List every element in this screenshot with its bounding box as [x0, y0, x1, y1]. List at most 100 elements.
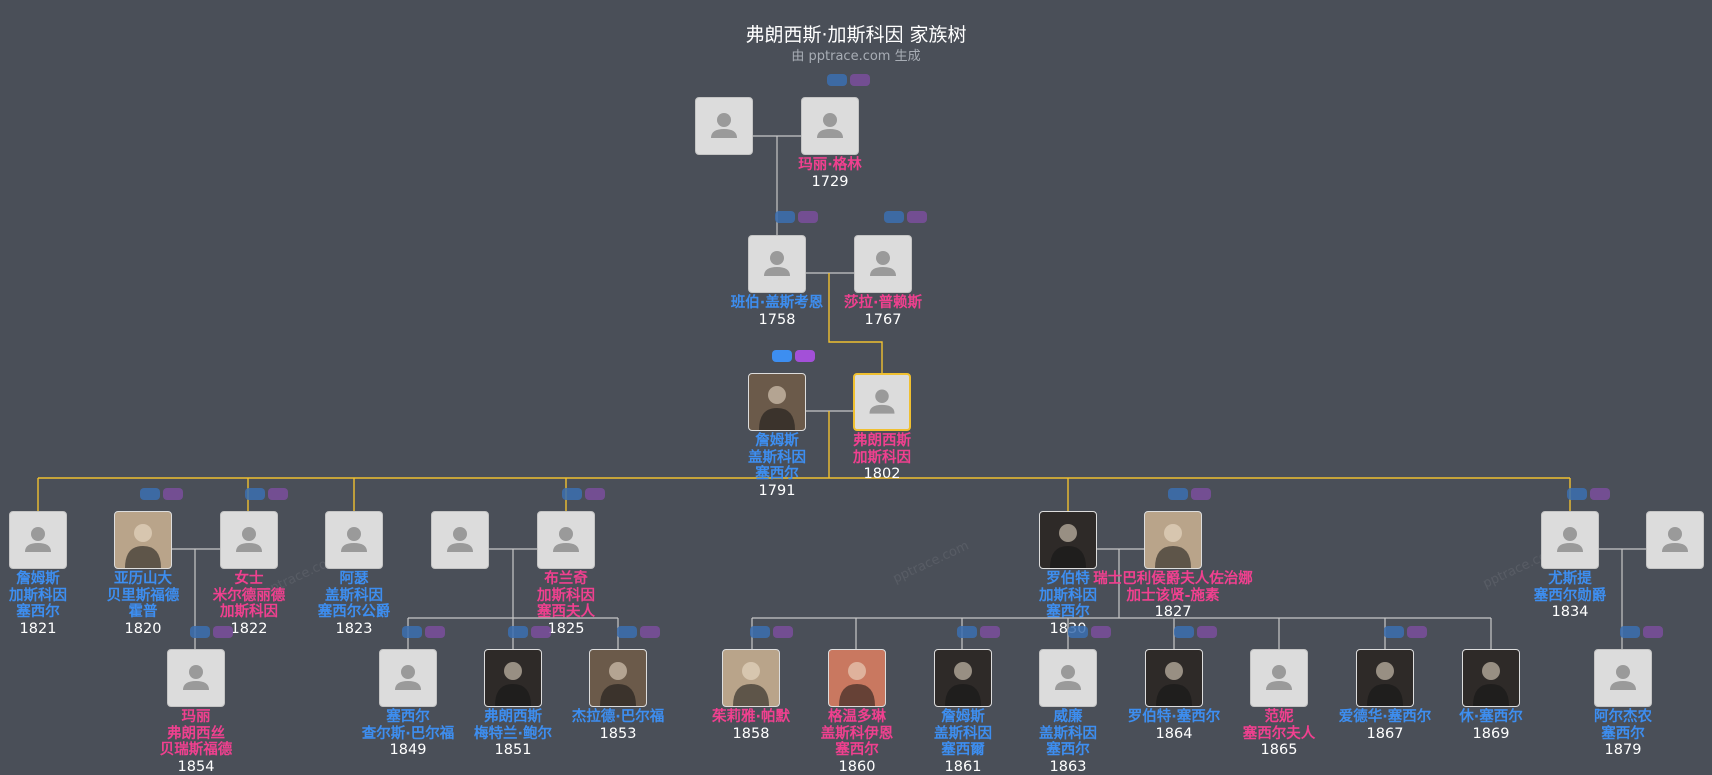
- expand-spouse-toggle[interactable]: [980, 626, 1000, 638]
- person-name: 塞西尔勋爵: [1489, 588, 1651, 605]
- expand-ancestors-toggle[interactable]: [508, 626, 528, 638]
- expand-spouse-toggle[interactable]: [907, 211, 927, 223]
- portrait-photo: [722, 649, 780, 707]
- person-name: 加士该贤-施素: [1092, 588, 1254, 605]
- expand-ancestors-toggle[interactable]: [957, 626, 977, 638]
- person-name: 阿瑟: [273, 571, 435, 588]
- person-node[interactable]: [1646, 511, 1704, 569]
- person-node[interactable]: 罗伯特加斯科因塞西尔1830: [1039, 511, 1097, 569]
- expand-ancestors-toggle[interactable]: [1068, 626, 1088, 638]
- expand-spouse-toggle[interactable]: [1643, 626, 1663, 638]
- expand-spouse-toggle[interactable]: [640, 626, 660, 638]
- expand-spouse-toggle[interactable]: [268, 488, 288, 500]
- expand-spouse-toggle[interactable]: [531, 626, 551, 638]
- expand-spouse-toggle[interactable]: [798, 211, 818, 223]
- expand-ancestors-toggle[interactable]: [245, 488, 265, 500]
- expand-spouse-toggle[interactable]: [1590, 488, 1610, 500]
- expand-ancestors-toggle[interactable]: [1174, 626, 1194, 638]
- expand-ancestors-toggle[interactable]: [1384, 626, 1404, 638]
- expand-spouse-toggle[interactable]: [850, 74, 870, 86]
- person-birth-year: 1802: [801, 466, 963, 483]
- expand-spouse-toggle[interactable]: [1091, 626, 1111, 638]
- expand-spouse-toggle[interactable]: [1191, 488, 1211, 500]
- person-placeholder-icon: [1646, 511, 1704, 569]
- person-name: 贝瑞斯福德: [115, 742, 277, 759]
- person-placeholder-icon: [854, 235, 912, 293]
- expand-ancestors-toggle[interactable]: [1168, 488, 1188, 500]
- expand-ancestors-toggle[interactable]: [827, 74, 847, 86]
- expand-ancestors-toggle[interactable]: [402, 626, 422, 638]
- expand-spouse-toggle[interactable]: [585, 488, 605, 500]
- person-birth-year: 1834: [1489, 604, 1651, 621]
- person-birth-year: 1767: [802, 312, 964, 329]
- expand-ancestors-toggle[interactable]: [190, 626, 210, 638]
- expand-spouse-toggle[interactable]: [795, 350, 815, 362]
- person-birth-year: 1879: [1542, 742, 1704, 759]
- expand-ancestors-toggle[interactable]: [775, 211, 795, 223]
- portrait-photo: [1039, 511, 1097, 569]
- portrait-photo: [484, 649, 542, 707]
- expand-spouse-toggle[interactable]: [1197, 626, 1217, 638]
- expand-spouse-toggle[interactable]: [1407, 626, 1427, 638]
- expand-ancestors-toggle[interactable]: [1620, 626, 1640, 638]
- person-placeholder-icon: [431, 511, 489, 569]
- expand-ancestors-toggle[interactable]: [562, 488, 582, 500]
- person-birth-year: 1854: [115, 759, 277, 775]
- portrait-photo: [1462, 649, 1520, 707]
- person-placeholder-icon: [801, 97, 859, 155]
- expand-ancestors-toggle[interactable]: [750, 626, 770, 638]
- person-name: 塞西尔公爵: [273, 604, 435, 621]
- person-birth-year: 1863: [987, 759, 1149, 775]
- person-name: 莎拉·普赖斯: [802, 295, 964, 312]
- expand-ancestors-toggle[interactable]: [617, 626, 637, 638]
- person-placeholder-icon: [1039, 649, 1097, 707]
- expand-ancestors-toggle[interactable]: [140, 488, 160, 500]
- person-name: 弗朗西丝: [115, 726, 277, 743]
- expand-spouse-toggle[interactable]: [773, 626, 793, 638]
- expand-ancestors-toggle[interactable]: [884, 211, 904, 223]
- person-birth-year: 1851: [432, 742, 594, 759]
- expand-ancestors-toggle[interactable]: [1567, 488, 1587, 500]
- expand-spouse-toggle[interactable]: [425, 626, 445, 638]
- person-placeholder-icon: [9, 511, 67, 569]
- person-node[interactable]: [431, 511, 489, 569]
- person-name: 塞西尔: [1542, 726, 1704, 743]
- portrait-photo: [1356, 649, 1414, 707]
- portrait-photo: [114, 511, 172, 569]
- expand-spouse-toggle[interactable]: [213, 626, 233, 638]
- expand-spouse-toggle[interactable]: [163, 488, 183, 500]
- person-placeholder-icon: [1594, 649, 1652, 707]
- person-node[interactable]: [695, 97, 753, 155]
- expand-ancestors-toggle[interactable]: [772, 350, 792, 362]
- person-name: 塞西夫人: [485, 604, 647, 621]
